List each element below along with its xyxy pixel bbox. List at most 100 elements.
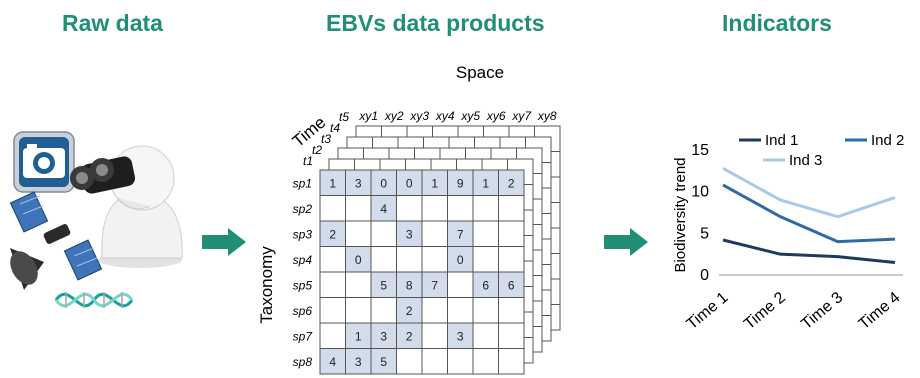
taxonomy-axis-label: Taxonomy (257, 246, 276, 324)
raw-data-heading: Raw data (62, 10, 163, 36)
grid-cell (421, 322, 448, 349)
grid-cell (447, 297, 474, 324)
species-label: sp3 (293, 227, 313, 241)
space-tick-label: xy7 (511, 109, 532, 123)
space-tick-label: xy1 (358, 109, 378, 123)
grid-cell (396, 195, 423, 222)
grid-cell (498, 348, 525, 375)
space-tick-label: xy5 (460, 109, 480, 123)
species-label: sp7 (293, 329, 314, 343)
time-tick-label: t3 (321, 132, 331, 146)
species-label: sp6 (293, 304, 313, 318)
camera-icon (13, 131, 75, 193)
grid-cell (345, 271, 372, 298)
grid-cell: 7 (421, 271, 448, 298)
cell-value: 6 (482, 278, 489, 292)
cell-value: 5 (380, 278, 387, 292)
grid-cell (319, 195, 346, 222)
grid-cell: 4 (370, 195, 397, 222)
y-tick-label: 0 (700, 267, 709, 284)
series-line (722, 167, 896, 219)
x-tick-label: Time 3 (798, 289, 846, 333)
x-tick-label: Time 1 (684, 289, 732, 333)
grid-cell: 7 (447, 220, 474, 247)
grid-cell (472, 322, 499, 349)
raw-data-illustration (9, 131, 183, 308)
series-line (722, 238, 896, 264)
grid-cell (319, 297, 346, 324)
grid-cell (421, 220, 448, 247)
time-tick-label: t1 (303, 154, 313, 168)
grid-cell (421, 348, 448, 375)
species-label: sp5 (293, 278, 313, 292)
cell-value: 2 (406, 329, 413, 343)
grid-cell: 3 (396, 220, 423, 247)
grid-cell: 0 (396, 169, 423, 196)
arrow-right-icon (202, 228, 246, 256)
cell-value: 3 (380, 329, 387, 343)
time-tick-label: t4 (330, 121, 340, 135)
cell-value: 0 (380, 176, 387, 190)
grid-cell (319, 271, 346, 298)
grid-cell (345, 220, 372, 247)
grid-cell (472, 297, 499, 324)
grid-cell: 8 (396, 271, 423, 298)
grid-cell: 0 (345, 246, 372, 273)
cell-value: 1 (355, 329, 362, 343)
cell-value: 2 (329, 227, 336, 241)
cell-value: 1 (329, 176, 336, 190)
cell-value: 3 (457, 329, 464, 343)
grid-cell: 0 (370, 169, 397, 196)
space-tick-label: xy3 (409, 109, 429, 123)
space-tick-label: xy8 (537, 109, 557, 123)
cell-value: 6 (508, 278, 515, 292)
grid-cell: 6 (498, 271, 525, 298)
cell-value: 5 (380, 355, 387, 369)
dna-icon (54, 292, 134, 308)
grid-cell: 3 (447, 322, 474, 349)
grid-cell: 5 (370, 348, 397, 375)
space-tick-label: xy6 (486, 109, 506, 123)
cell-value: 0 (406, 176, 413, 190)
grid-cell: 4 (319, 348, 346, 375)
space-axis-label: Space (456, 63, 504, 82)
grid-cell: 2 (396, 297, 423, 324)
cell-value: 8 (406, 278, 413, 292)
grid-cell (345, 297, 372, 324)
series-line (722, 183, 896, 244)
y-tick-label: 10 (691, 184, 709, 201)
grid-cell (370, 297, 397, 324)
indicators-heading: Indicators (722, 10, 832, 36)
grid-cell (498, 246, 525, 273)
grid-cell (472, 348, 499, 375)
cell-value: 9 (457, 176, 464, 190)
x-tick-label: Time 2 (741, 289, 789, 333)
cell-value: 2 (508, 176, 515, 190)
grid-cell: 2 (498, 169, 525, 196)
grid-cell: 9 (447, 169, 474, 196)
space-tick-label: xy2 (384, 109, 404, 123)
grid-cell: 3 (345, 348, 372, 375)
grid-cell (396, 348, 423, 375)
grid-cell (447, 348, 474, 375)
legend-label: Ind 3 (789, 152, 822, 169)
x-tick-label: Time 4 (856, 289, 904, 333)
time-tick-label: t2 (312, 143, 322, 157)
cell-value: 3 (355, 355, 362, 369)
grid-cell: 1 (472, 169, 499, 196)
cell-value: 2 (406, 304, 413, 318)
cell-value: 4 (329, 355, 336, 369)
cell-value: 4 (380, 202, 387, 216)
grid-cell (370, 246, 397, 273)
legend-label: Ind 2 (871, 132, 904, 149)
cell-value: 7 (457, 227, 464, 241)
grid-cell (498, 220, 525, 247)
grid-cell (319, 246, 346, 273)
grid-cell (421, 195, 448, 222)
species-label: sp4 (293, 253, 313, 267)
grid-cell: 2 (319, 220, 346, 247)
grid-cell (498, 322, 525, 349)
species-label: sp2 (293, 202, 313, 216)
